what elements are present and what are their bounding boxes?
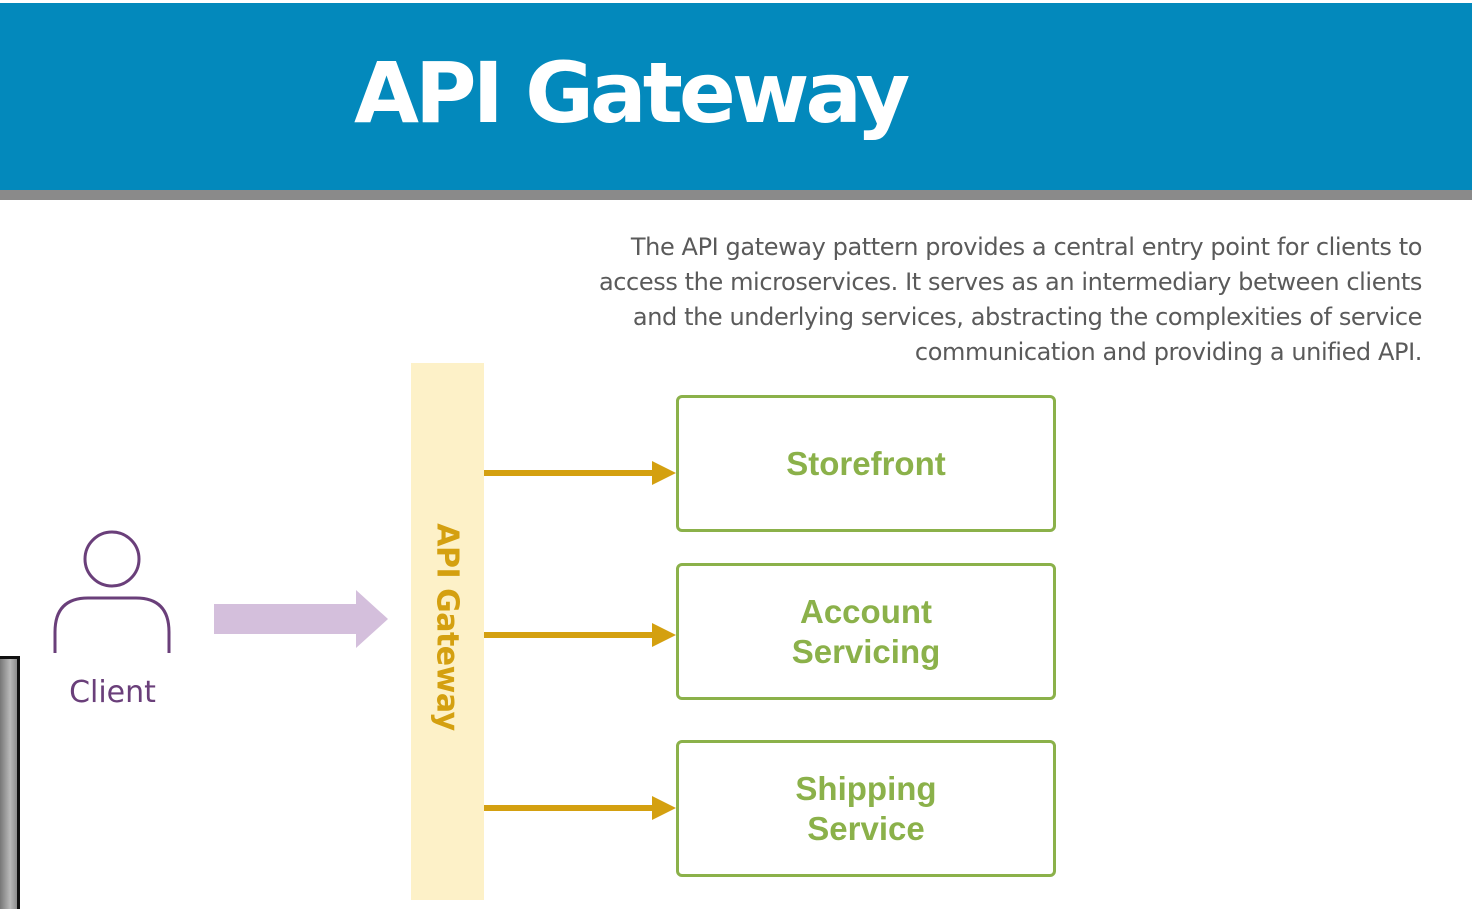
service-box-shipping-service: Shipping Service (676, 740, 1056, 877)
client-to-gateway-arrow (214, 590, 388, 648)
api-gateway-bar (411, 363, 484, 900)
route-arrow-storefront (484, 461, 676, 485)
service-box-storefront: Storefront (676, 395, 1056, 532)
route-arrow-account-servicing (484, 623, 676, 647)
description-text: The API gateway pattern provides a centr… (598, 233, 1422, 366)
service-label-account-servicing: Account Servicing (791, 592, 941, 670)
api-gateway-label: API Gateway (429, 523, 465, 731)
header-banner: API Gateway (0, 0, 1472, 190)
client-label: Client (69, 675, 156, 710)
service-label-shipping-service: Shipping Service (795, 769, 937, 847)
route-arrow-shipping-service (484, 796, 676, 820)
client-node: Client (50, 528, 175, 718)
person-icon (53, 530, 171, 653)
service-label-storefront: Storefront (786, 444, 946, 482)
service-box-account-servicing: Account Servicing (676, 563, 1056, 700)
cropped-photo-edge (0, 656, 20, 909)
page-title: API Gateway (354, 44, 910, 142)
header-divider (0, 190, 1472, 200)
